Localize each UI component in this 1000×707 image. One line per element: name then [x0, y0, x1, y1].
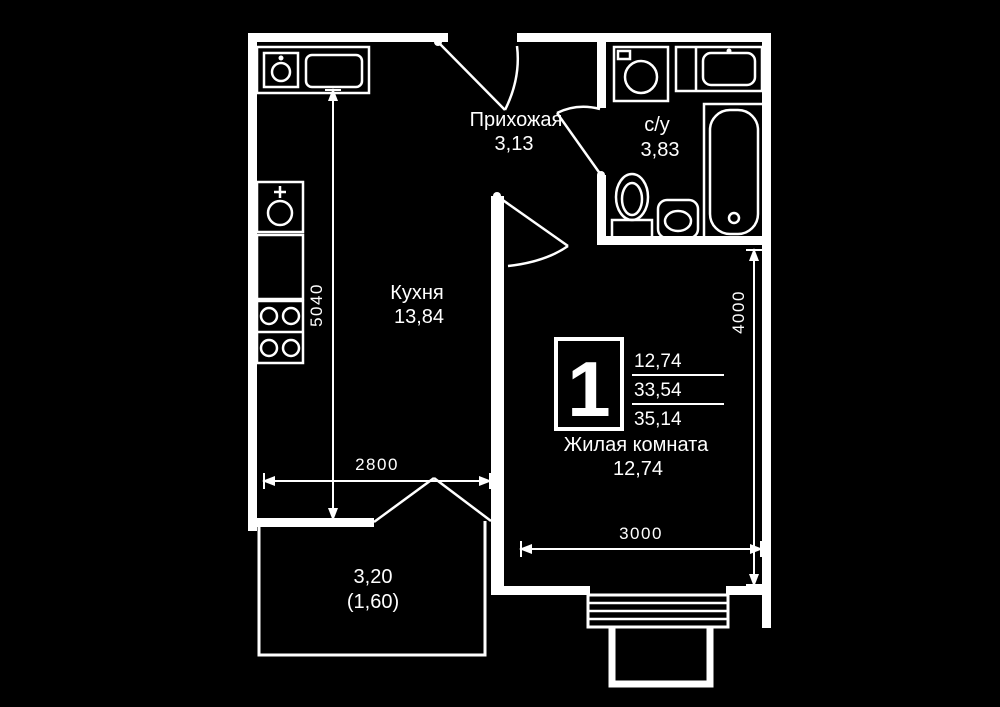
dimension-living-height: 4000 [729, 248, 762, 587]
wall-right [762, 33, 771, 628]
balcony-area: 3,20 [354, 566, 393, 588]
kitchen-counter-icon [255, 45, 371, 95]
kitchen-sink-icon [255, 180, 305, 234]
balcony-reduced-area: (1,60) [347, 591, 399, 613]
doors [373, 38, 605, 524]
bathroom-label: с/у [644, 114, 670, 136]
wall-bathroom-left-upper [597, 33, 606, 108]
bathroom-fixtures [610, 45, 766, 242]
rooms-count-box [554, 337, 624, 431]
kitchen-area: 13,84 [394, 306, 444, 328]
dimension-kitchen-width: 2800 [262, 455, 492, 489]
info-total-area: 35,14 [634, 409, 682, 430]
lower-balcony-railing [608, 627, 714, 688]
washbasin-icon [656, 198, 700, 240]
dimension-kitchen-height: 5040 [307, 88, 341, 521]
wall-kitchen-living [491, 196, 504, 595]
balcony-door-swing [373, 476, 492, 524]
bathroom-area: 3,83 [641, 139, 680, 161]
wall-kitchen-bottom [248, 518, 374, 527]
dim-label-2800: 2800 [355, 455, 399, 474]
living-area: 12,74 [613, 458, 663, 480]
wall-top-left [248, 33, 448, 42]
living-door-swing [493, 192, 569, 268]
cooktop-icon [255, 299, 305, 365]
kitchen-fixtures [255, 45, 371, 365]
balcony-glazing [257, 521, 487, 657]
dim-label-5040: 5040 [307, 283, 326, 327]
bathroom-door-swing [555, 105, 605, 179]
wall-bathroom-bottom [597, 236, 771, 245]
wall-bathroom-left-lower [597, 175, 606, 244]
kitchen-cabinet-icon [255, 233, 305, 301]
dimension-living-width: 3000 [519, 524, 763, 557]
info-area-without-balcony: 33,54 [634, 380, 682, 401]
living-label: Жилая комната [564, 434, 709, 456]
toilet-icon [610, 172, 654, 240]
room-labels: Прихожая 3,13 с/у 3,83 Кухня 13,84 Жилая… [347, 109, 709, 613]
hallway-label: Прихожая [470, 109, 563, 131]
bathroom-sink-icon [674, 45, 764, 93]
info-living-area: 12,74 [634, 351, 682, 372]
balcony-outline [257, 521, 487, 657]
kitchen-label: Кухня [390, 282, 444, 304]
entrance-door-swing [434, 38, 520, 111]
washing-machine-icon [612, 45, 670, 103]
dim-label-3000: 3000 [619, 524, 663, 543]
wall-living-bottom-right [726, 586, 771, 595]
wall-living-bottom-left [491, 586, 590, 595]
wall-left [248, 33, 257, 531]
rooms-count: 1 [567, 345, 610, 433]
info-box: 1 12,74 33,54 35,14 [554, 337, 724, 433]
dim-label-4000: 4000 [729, 290, 748, 334]
walls [248, 33, 771, 628]
wall-top-right [517, 33, 771, 42]
living-window [586, 593, 730, 629]
hallway-area: 3,13 [495, 133, 534, 155]
bathtub-icon [702, 102, 766, 242]
